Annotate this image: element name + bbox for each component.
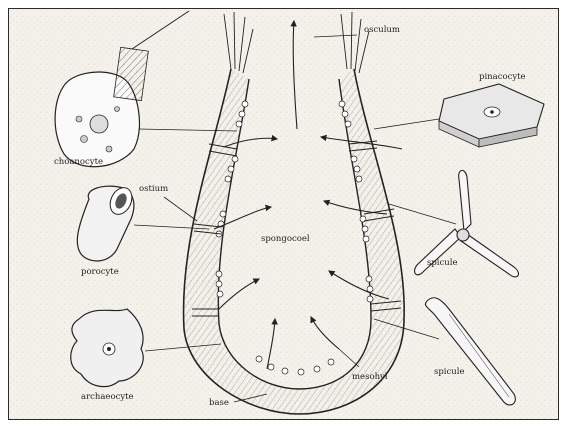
sponge-anatomy-diagram: osculum pinacocyte choanocyte ostium por…	[9, 9, 558, 419]
label-spicule-triradiate: spicule	[427, 258, 458, 268]
label-pinacocyte: pinacocyte	[479, 72, 526, 82]
label-archaeocyte: archaeocyte	[81, 392, 134, 402]
label-spongocoel: spongocoel	[261, 234, 310, 244]
label-osculum: osculum	[364, 25, 400, 35]
label-ostium: ostium	[139, 184, 168, 194]
label-choanocyte: choanocyte	[54, 157, 103, 167]
label-spicule-monaxon: spicule	[434, 367, 465, 377]
label-porocyte: porocyte	[81, 267, 119, 277]
label-mesohyl: mesohyl	[352, 372, 388, 382]
diagram-frame: osculum pinacocyte choanocyte ostium por…	[8, 8, 559, 420]
label-base: base	[209, 398, 229, 408]
